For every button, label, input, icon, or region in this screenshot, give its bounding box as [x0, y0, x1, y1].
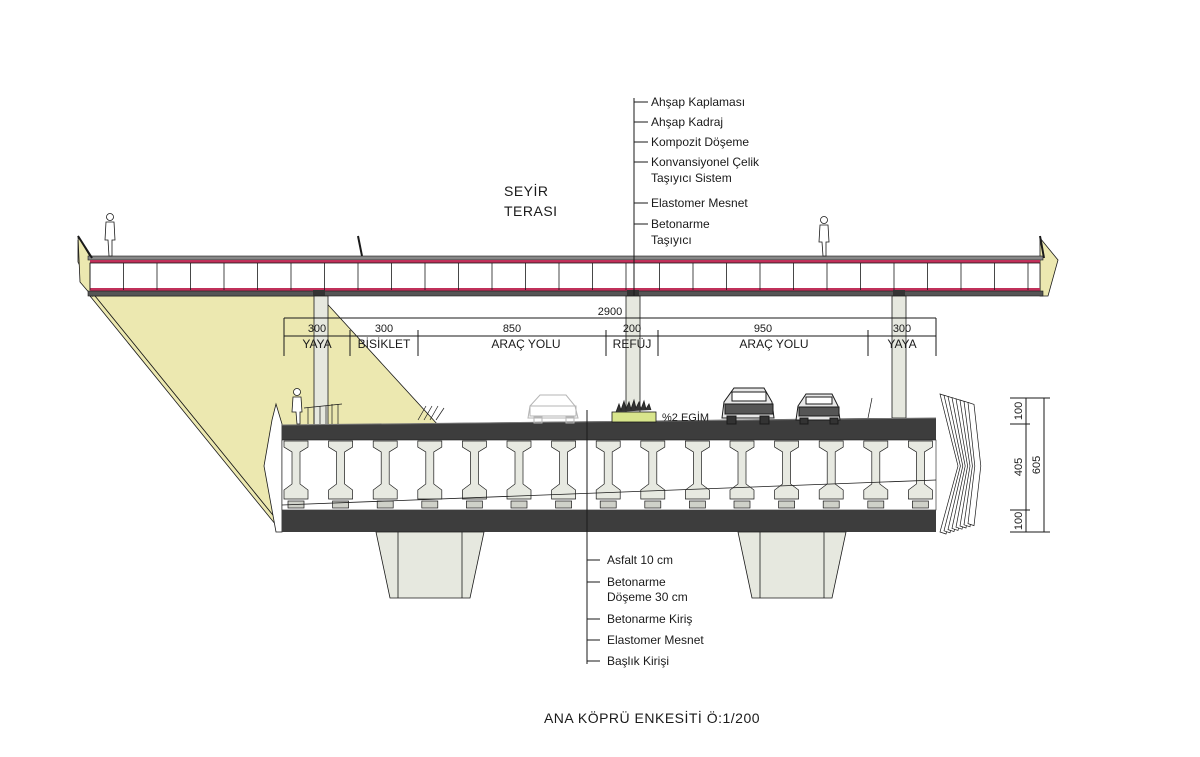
bearing-pad — [510, 500, 528, 509]
height-top: 100 — [1013, 402, 1025, 420]
layer-label: Elastomer Mesnet — [651, 196, 748, 210]
layer-label: Asfalt 10 cm — [607, 553, 673, 567]
precast-girder — [462, 440, 487, 500]
bearing-pad — [778, 500, 795, 509]
height-mid: 405 — [1013, 458, 1025, 476]
precast-girder — [283, 440, 309, 500]
precast-girder — [328, 440, 353, 500]
car-center — [721, 387, 775, 425]
segment-width: 200 — [623, 323, 641, 335]
bearing-pad — [421, 500, 439, 509]
bearing-pad — [466, 500, 483, 509]
segment-label: YAYA — [887, 337, 916, 351]
precast-girder — [640, 440, 666, 500]
car-left-ghost — [527, 394, 579, 424]
layer-label: Ahşap Kadraj — [651, 115, 723, 129]
fascia-panel — [967, 401, 982, 527]
precast-girder — [372, 440, 398, 500]
segment-width: 850 — [503, 323, 521, 335]
layer-label: Döşeme 30 cm — [607, 590, 688, 604]
bearing-pad — [867, 500, 885, 509]
vertical-dimension: 100 405 100 605 — [1010, 397, 1050, 533]
median-planter — [611, 398, 657, 423]
bearing-pad — [912, 500, 929, 509]
precast-girder — [506, 440, 532, 500]
upper-layer-callouts: Ahşap Kaplaması Ahşap Kadraj Kompozit Dö… — [633, 95, 760, 296]
car-right — [795, 393, 841, 425]
layer-label: Betonarme Kiriş — [607, 612, 692, 626]
segment-label: BİSİKLET — [358, 337, 411, 351]
segment-label: REFÜJ — [613, 337, 652, 351]
lower-piers — [375, 531, 847, 599]
segment-width: 300 — [375, 323, 393, 335]
precast-girder — [729, 440, 755, 500]
pedestrian-figure-lower — [291, 388, 303, 425]
lower-layer-callouts: Asfalt 10 cm Betonarme Döşeme 30 cm Beto… — [586, 410, 704, 668]
layer-label: Taşıyıcı Sistem — [651, 171, 732, 185]
pedestrian-figure-upper-left — [104, 213, 116, 257]
column-right — [891, 295, 907, 419]
bearing-pad — [822, 500, 840, 509]
segment-label: ARAÇ YOLU — [739, 337, 808, 351]
layer-label: Kompozit Döşeme — [651, 135, 749, 149]
bearing-pad — [555, 500, 572, 509]
segment-width: 950 — [754, 323, 772, 335]
layer-label: Ahşap Kaplaması — [651, 95, 745, 109]
terrace-title-line1: SEYİR — [504, 182, 549, 199]
precast-girder — [908, 440, 933, 500]
precast-girder — [863, 440, 889, 500]
segment-label: YAYA — [302, 337, 331, 351]
column-center — [625, 295, 641, 421]
terrace-title-line2: TERASI — [504, 203, 558, 219]
bearing-pad — [689, 500, 706, 509]
bearing-pad — [644, 500, 662, 509]
drawing-caption: ANA KÖPRÜ ENKESİTİ Ö:1/200 — [544, 709, 760, 726]
dimension-chain: 2900 300 300 850 200 950 300 YAYA BİSİKL… — [283, 306, 937, 356]
layer-label: Elastomer Mesnet — [607, 633, 704, 647]
lower-deck — [263, 393, 982, 535]
segment-width: 300 — [893, 323, 911, 335]
bearing-pad — [599, 500, 617, 509]
precast-girder — [685, 440, 710, 500]
upper-deck — [77, 235, 1045, 297]
height-total: 605 — [1031, 456, 1043, 474]
layer-label: Konvansiyonel Çelik — [651, 155, 760, 169]
layer-label: Başlık Kirişi — [607, 654, 669, 668]
precast-girder — [551, 440, 576, 500]
layer-label: Betonarme — [607, 575, 666, 589]
bearing-pad — [376, 500, 394, 509]
segment-width: 300 — [308, 323, 326, 335]
precast-girder — [595, 440, 621, 500]
layer-label: Betonarme — [651, 217, 710, 231]
bearing-pad — [733, 500, 751, 509]
layer-label: Taşıyıcı — [651, 233, 692, 247]
slope-label: %2 EGİM — [662, 411, 709, 424]
precast-girder — [774, 440, 799, 500]
segment-label: ARAÇ YOLU — [491, 337, 560, 351]
bearing-pad — [332, 500, 349, 509]
precast-girder — [818, 440, 844, 500]
dimension-total: 2900 — [598, 306, 622, 318]
pedestrian-figure-upper-right — [818, 216, 830, 257]
height-bottom: 100 — [1013, 512, 1025, 530]
